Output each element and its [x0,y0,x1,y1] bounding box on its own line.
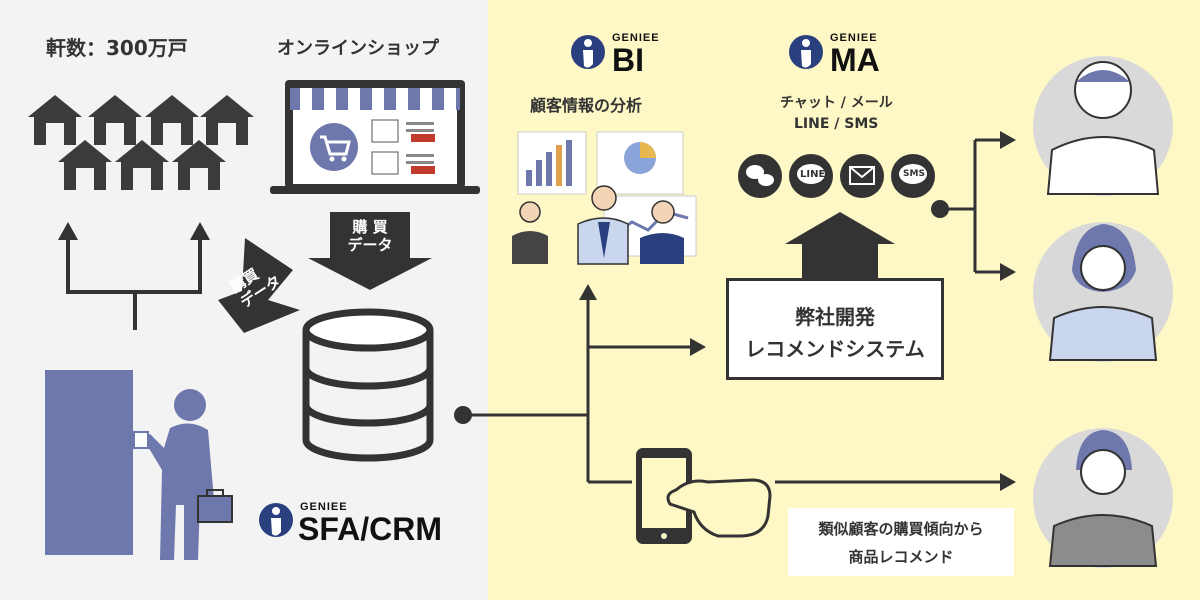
arrowhead-customer-1 [1000,131,1016,149]
houses-delivery-arrows [66,238,202,330]
line-icon-label: LINE [800,169,826,180]
arrowhead-to-recommend [690,338,706,356]
houses-icon [28,95,254,190]
ma-up-arrow [785,212,895,278]
sms-icon [891,154,935,198]
similar-customers-box: 類似顧客の購買傾向から 商品レコメンド [788,508,1014,576]
bi-logo-text: BI [612,42,644,78]
tapping-hand-icon [666,478,772,538]
ma-logo-text: MA [830,42,880,78]
sfa-logo-mark [259,503,293,537]
online-shop-label: オンラインショップ [277,38,439,59]
customer-woman-avatar [1033,222,1173,362]
recommend-system-line1: 弊社開発 [795,305,875,329]
bi-caption: 顧客情報の分析 [530,96,643,115]
mail-icon [840,154,884,198]
briefcase-icon [197,489,233,523]
database-icon [302,308,434,462]
arrowhead-right [190,222,210,240]
purchase-data-label-down: 購 買 データ [347,218,393,254]
online-shop-laptop-icon [270,80,480,194]
similar-customers-line2: 商品レコメンド [848,548,954,566]
bi-brand: GENIEE [612,32,660,44]
wechat-icon [738,154,782,198]
sms-icon-label: SMS [903,169,925,179]
houses-count-label: 軒数：300万戸 [46,36,188,60]
flow-lines [463,300,1000,484]
similar-customers-line1: 類似顧客の購買傾向から [818,520,984,538]
door-icon [45,370,133,555]
purchase-data-arrow-down [308,212,432,290]
bi-logo-mark [571,35,605,69]
arrowhead-to-customer [1000,473,1016,491]
customer-elderly-man-avatar [1033,56,1173,196]
recommend-system-line2: レコメンドシステム [745,337,925,361]
ma-caption-line2: LINE / SMS [794,116,879,132]
purchase-data-arrow-diagonal [218,238,300,333]
sfa-crm-logo-text: SFA/CRM [298,511,442,547]
person-with-card-icon [133,389,214,560]
recommend-system-box: 弊社開発 レコメンドシステム [726,278,944,380]
line-icon [789,154,833,198]
ma-logo-mark [789,35,823,69]
ma-brand: GENIEE [830,32,878,44]
customer-branch-lines [940,138,1000,274]
analysis-team-illustration [512,131,697,265]
arrowhead-left [58,222,78,240]
arrowhead-customer-2 [1000,263,1016,281]
customer-elderly-woman-avatar [1033,428,1173,568]
arrowhead-to-bi [579,284,597,300]
ma-caption-line1: チャット / メール [780,95,893,111]
sfa-brand: GENIEE [300,501,348,513]
